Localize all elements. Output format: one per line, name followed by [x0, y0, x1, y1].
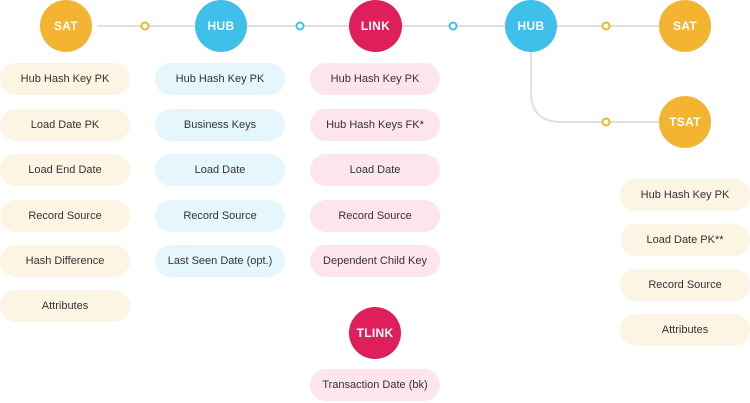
tsat-attribute-pill: Record Source [620, 269, 750, 301]
tlink-node: TLINK [349, 307, 401, 359]
hub-attribute-pill: Last Seen Date (opt.) [155, 245, 285, 277]
tsat-node: TSAT [659, 96, 711, 148]
link-attribute-pill: Load Date [310, 154, 440, 186]
hub-attribute-pill: Business Keys [155, 109, 285, 141]
tlink-attribute-pill: Transaction Date (bk) [310, 369, 440, 401]
hub-attribute-pill: Hub Hash Key PK [155, 63, 285, 95]
marker-hub-sat [601, 21, 611, 31]
marker-hub-link [295, 21, 305, 31]
tsat-attribute-pill: Hub Hash Key PK [620, 179, 750, 211]
sat-attribute-pill: Load Date PK [0, 109, 130, 141]
sat-attribute-pill: Hash Difference [0, 245, 130, 277]
tsat-attribute-pill: Attributes [620, 314, 750, 346]
marker-sat-hub [140, 21, 150, 31]
link-node: LINK [349, 0, 402, 52]
hub-attribute-pill: Record Source [155, 200, 285, 232]
sat-right-node: SAT [659, 0, 711, 52]
sat-left-node: SAT [40, 0, 92, 52]
tsat-attribute-pill: Load Date PK** [620, 224, 750, 256]
marker-hub-tsat [601, 117, 611, 127]
sat-attribute-pill: Hub Hash Key PK [0, 63, 130, 95]
hub-attribute-pill: Load Date [155, 154, 285, 186]
connector-hub-tsat [530, 52, 659, 123]
link-attribute-pill: Hub Hash Keys FK* [310, 109, 440, 141]
sat-attribute-pill: Attributes [0, 290, 130, 322]
marker-link-hub [448, 21, 458, 31]
hub-left-node: HUB [195, 0, 247, 52]
hub-right-node: HUB [505, 0, 557, 52]
link-attribute-pill: Dependent Child Key [310, 245, 440, 277]
link-attribute-pill: Hub Hash Key PK [310, 63, 440, 95]
link-attribute-pill: Record Source [310, 200, 440, 232]
sat-attribute-pill: Load End Date [0, 154, 130, 186]
sat-attribute-pill: Record Source [0, 200, 130, 232]
